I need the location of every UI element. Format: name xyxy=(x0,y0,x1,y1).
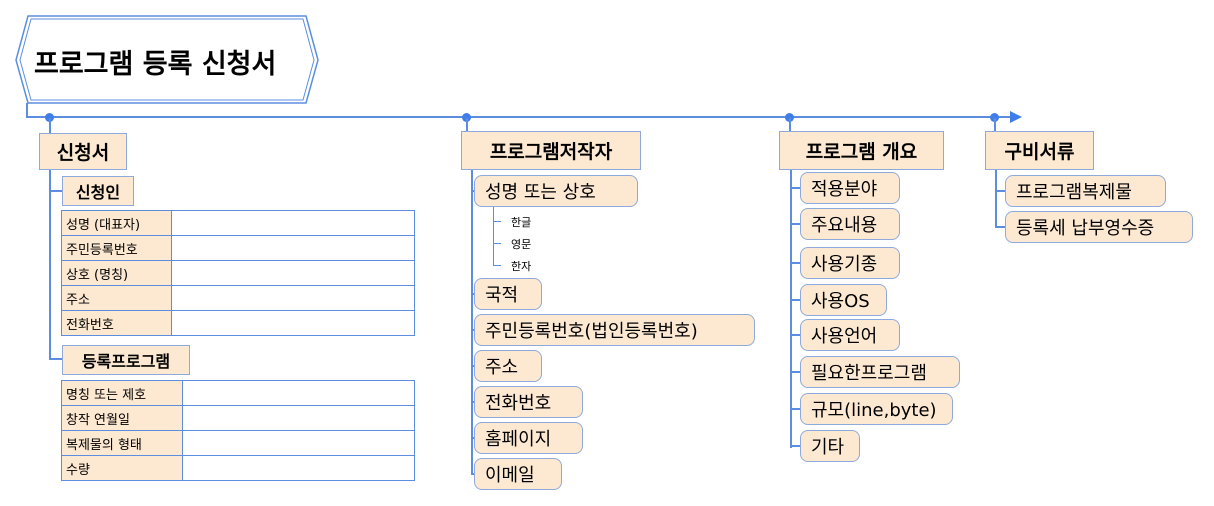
table-row: 주민등록번호 xyxy=(61,235,415,261)
sub-item-hanja: 한자 xyxy=(511,260,532,273)
sub-item-english: 영문 xyxy=(511,238,532,251)
value-cell[interactable] xyxy=(182,430,415,456)
connector xyxy=(471,329,474,331)
connector xyxy=(790,334,800,336)
leaf-node[interactable]: 주요내용 xyxy=(800,208,900,240)
leaf-node[interactable]: 이메일 xyxy=(474,458,562,490)
leaf-node[interactable]: 주민등록번호(법인등록번호) xyxy=(474,314,755,346)
value-cell[interactable] xyxy=(171,285,415,311)
table-row: 수량 xyxy=(61,455,415,481)
connector xyxy=(471,293,474,295)
row-label: 주소 xyxy=(61,285,172,311)
branch-author[interactable]: 프로그램저작자 xyxy=(461,131,641,170)
leaf-node[interactable]: 적용분야 xyxy=(800,172,900,204)
connector xyxy=(790,262,800,264)
value-cell[interactable] xyxy=(182,455,415,481)
value-cell[interactable] xyxy=(182,380,415,406)
connector xyxy=(471,473,474,475)
leaf-node[interactable]: 사용OS xyxy=(800,284,887,316)
leaf-node[interactable]: 국적 xyxy=(474,278,542,310)
connector xyxy=(790,187,800,189)
leaf-node[interactable]: 주소 xyxy=(474,350,542,382)
row-label: 주민등록번호 xyxy=(61,235,172,261)
connector xyxy=(789,118,791,131)
node-dot xyxy=(785,113,794,122)
connector xyxy=(49,358,62,360)
program-table: 명칭 또는 제호 창작 연월일 복제물의 형태 수량 xyxy=(61,380,415,481)
connector xyxy=(493,206,494,266)
connector xyxy=(466,118,468,131)
value-cell[interactable] xyxy=(182,405,415,431)
row-label: 수량 xyxy=(61,455,183,481)
leaf-node[interactable]: 성명 또는 상호 xyxy=(474,175,638,207)
connector xyxy=(49,190,62,192)
connector xyxy=(995,170,997,228)
connector xyxy=(790,170,792,448)
leaf-node[interactable]: 전화번호 xyxy=(474,386,583,418)
branch-application[interactable]: 신청서 xyxy=(39,133,127,170)
table-row: 전화번호 xyxy=(61,310,415,336)
connector xyxy=(790,408,800,410)
row-label: 창작 연월일 xyxy=(61,405,183,431)
connector xyxy=(49,170,51,360)
leaf-node[interactable]: 필요한프로그램 xyxy=(800,356,960,388)
connector xyxy=(995,190,1005,192)
table-row: 복제물의 형태 xyxy=(61,430,415,456)
title-hexagon xyxy=(15,15,319,104)
value-cell[interactable] xyxy=(171,310,415,336)
connector xyxy=(26,103,28,118)
value-cell[interactable] xyxy=(171,235,415,261)
row-label: 전화번호 xyxy=(61,310,172,336)
connector xyxy=(493,265,501,266)
connector xyxy=(471,437,474,439)
table-row: 성명 (대표자) xyxy=(61,210,415,236)
connector xyxy=(790,445,800,447)
connector xyxy=(790,299,800,301)
page-title: 프로그램 등록 신청서 xyxy=(34,49,277,80)
node-applicant[interactable]: 신청인 xyxy=(62,176,134,206)
node-dot xyxy=(462,113,471,122)
row-label: 상호 (명칭) xyxy=(61,260,172,286)
branch-documents[interactable]: 구비서류 xyxy=(985,131,1094,170)
value-cell[interactable] xyxy=(171,210,415,236)
connector xyxy=(994,118,996,131)
applicant-table: 성명 (대표자) 주민등록번호 상호 (명칭) 주소 전화번호 xyxy=(61,210,415,336)
row-label: 복제물의 형태 xyxy=(61,430,183,456)
connector xyxy=(995,226,1005,228)
main-timeline xyxy=(26,116,1016,118)
connector xyxy=(493,221,501,222)
connector xyxy=(49,118,51,133)
table-row: 창작 연월일 xyxy=(61,405,415,431)
table-row: 상호 (명칭) xyxy=(61,260,415,286)
connector xyxy=(493,243,501,244)
leaf-node[interactable]: 등록세 납부영수증 xyxy=(1005,211,1193,243)
connector xyxy=(790,371,800,373)
row-label: 성명 (대표자) xyxy=(61,210,172,236)
leaf-node[interactable]: 기타 xyxy=(800,430,860,462)
row-label: 명칭 또는 제호 xyxy=(61,380,183,406)
value-cell[interactable] xyxy=(171,260,415,286)
leaf-node[interactable]: 규모(line,byte) xyxy=(800,393,953,425)
arrow-right-icon xyxy=(1010,111,1022,123)
branch-overview[interactable]: 프로그램 개요 xyxy=(779,131,944,170)
leaf-node[interactable]: 사용기종 xyxy=(800,247,900,279)
leaf-node[interactable]: 프로그램복제물 xyxy=(1005,175,1166,207)
node-registered-program[interactable]: 등록프로그램 xyxy=(62,345,190,375)
connector xyxy=(471,170,473,475)
table-row: 주소 xyxy=(61,285,415,311)
connector xyxy=(471,365,474,367)
table-row: 명칭 또는 제호 xyxy=(61,380,415,406)
connector xyxy=(471,190,474,192)
sub-item-korean: 한글 xyxy=(511,216,532,229)
leaf-node[interactable]: 홈페이지 xyxy=(474,422,583,454)
connector xyxy=(471,401,474,403)
node-dot xyxy=(45,113,54,122)
leaf-node[interactable]: 사용언어 xyxy=(800,319,900,351)
connector xyxy=(790,223,800,225)
node-dot xyxy=(990,113,999,122)
